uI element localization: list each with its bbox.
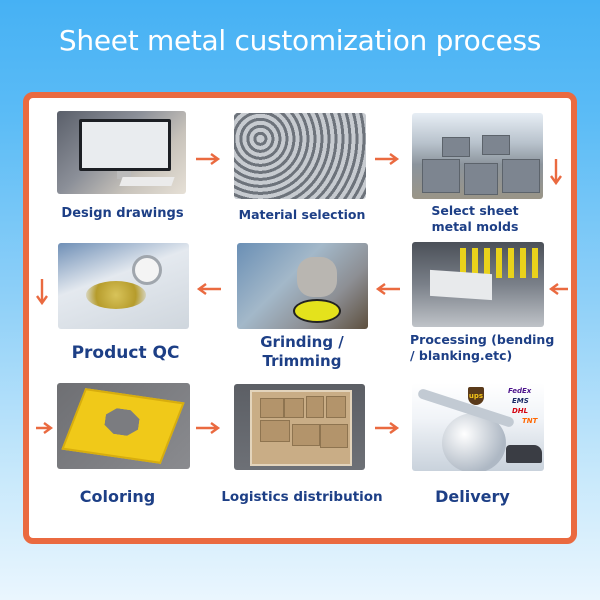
computer-monitor-cad-photo [57,111,186,194]
page-title: Sheet metal customization process [58,24,542,57]
ups-logo: ups [468,387,484,405]
yellow-painted-part-photo [57,383,190,469]
hand-sander-photo [237,243,368,329]
arrow-right-icon [195,152,221,166]
dhl-logo: DHL [512,407,529,415]
packed-cardboard-boxes-photo [234,384,365,470]
step-label: Grinding / Trimming [222,333,382,371]
arrow-down-icon [35,278,49,306]
arrow-left-icon [375,282,401,296]
step-label: Product QC [71,343,180,363]
step-label: Select sheet metal molds [405,203,545,234]
caliper-measurement-photo [58,243,189,329]
step-label: Processing (bending / blanking.etc) [410,332,555,363]
airplane-courier-photo: ups FedEx EMS DHL TNT [412,383,544,471]
step-label-line: Grinding / [260,333,344,351]
step-label-line: Trimming [262,351,342,370]
metal-bars-stack-photo [234,113,366,199]
arrow-left-icon [196,282,222,296]
step-label: Design drawings [61,206,184,221]
arrow-down-icon [549,158,563,186]
step-label-line: Processing (bending [410,332,555,347]
arrow-left-icon [549,282,569,296]
step-label-line: / blanking.etc) [410,347,513,363]
arrow-right-icon [35,421,53,435]
step-label-line: Select sheet [431,203,519,218]
step-label: Coloring [79,487,156,506]
ems-logo: EMS [512,397,529,405]
arrow-right-icon [195,421,221,435]
step-label-line: metal molds [431,218,519,234]
fedex-logo: FedEx [508,387,532,395]
press-brake-machine-photo [412,242,544,327]
step-label: Delivery [435,487,510,506]
metal-molds-factory-photo [412,113,543,199]
step-label: Logistics distribution [221,489,383,505]
step-label: Material selection [238,207,366,222]
arrow-right-icon [374,152,400,166]
arrow-right-icon [374,421,400,435]
tnt-logo: TNT [522,417,538,425]
